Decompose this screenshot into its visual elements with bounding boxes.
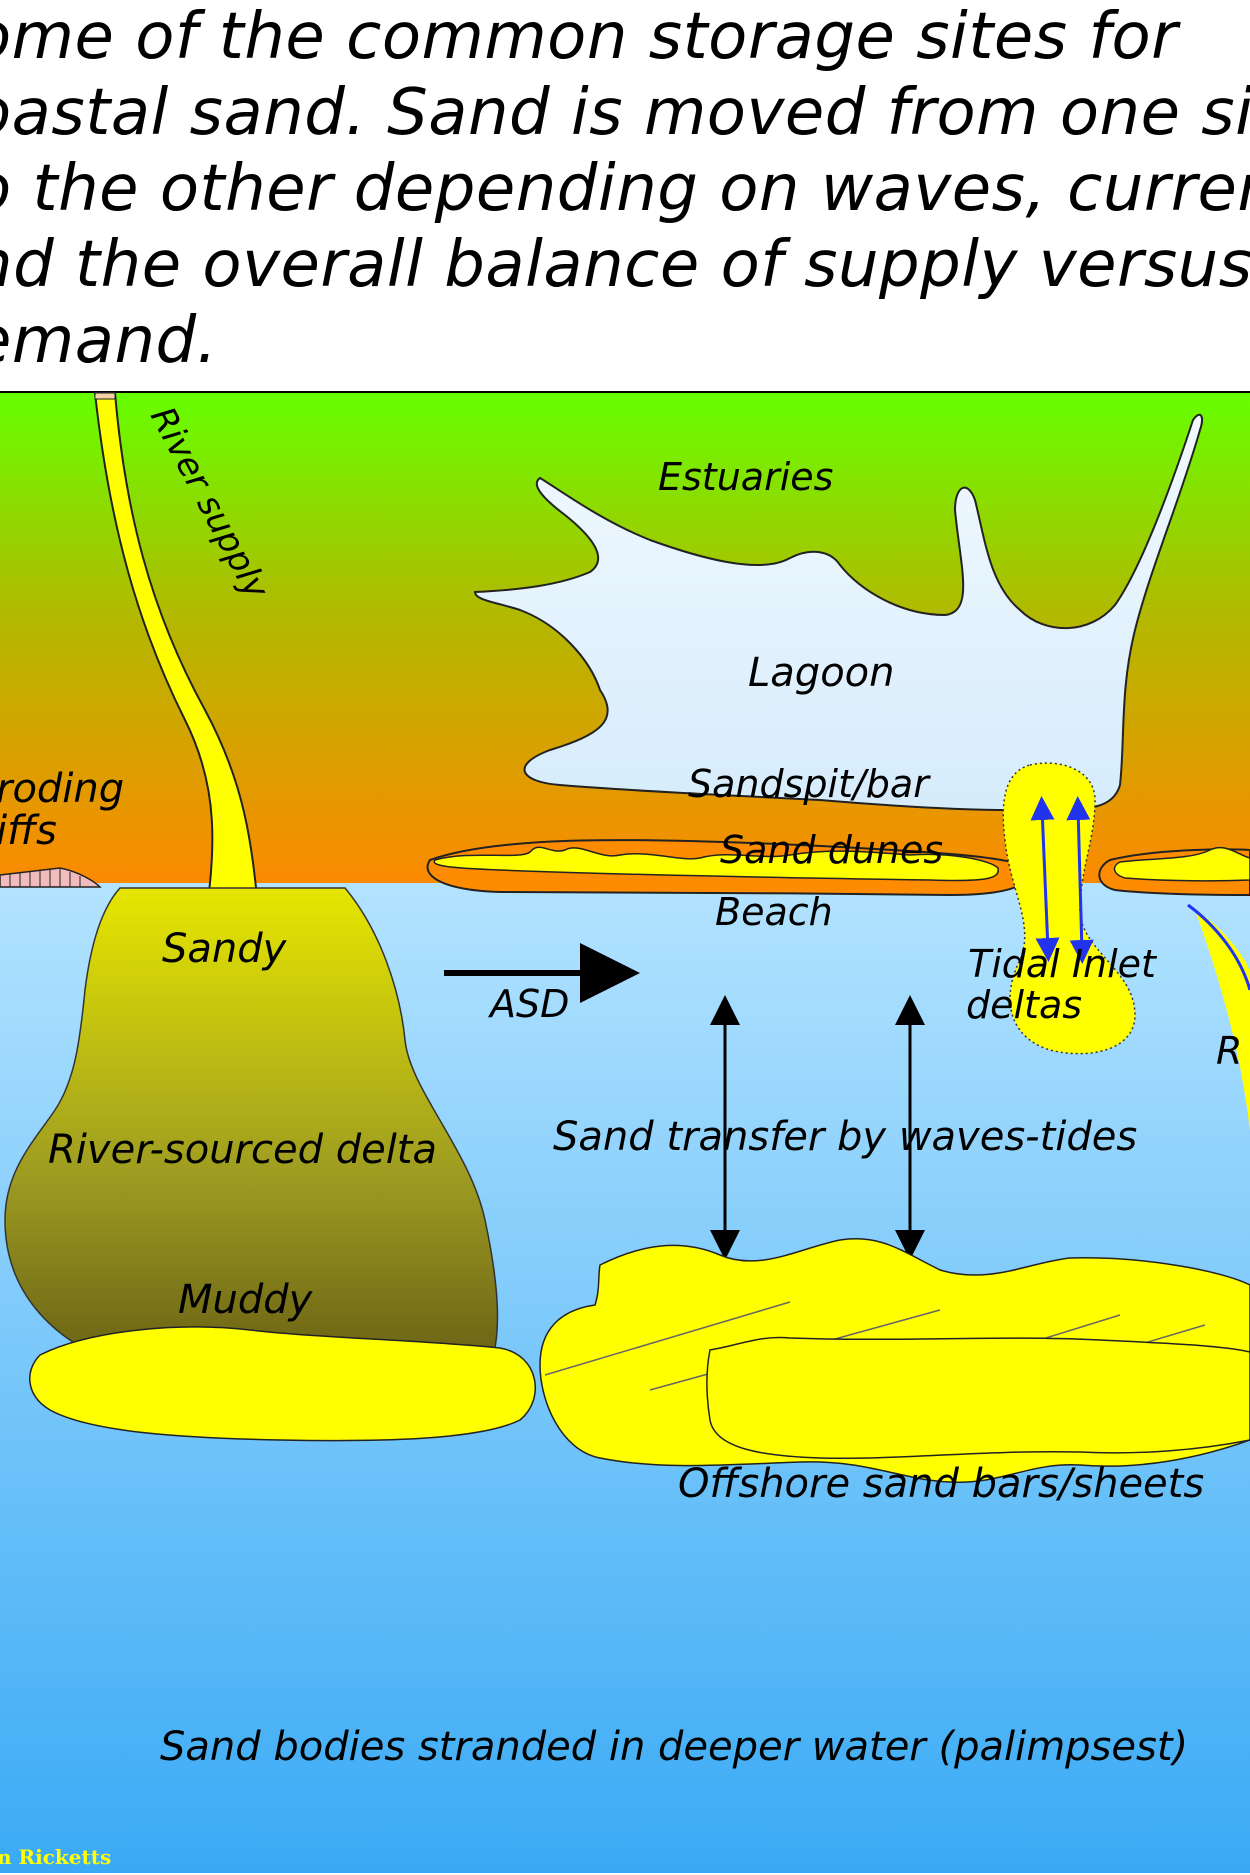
lagoon-shape xyxy=(473,413,1203,812)
label-muddy: Muddy xyxy=(178,1277,314,1323)
cliff-hatching xyxy=(9,869,81,887)
label-offshore: Offshore sand bars/sheets xyxy=(678,1461,1204,1507)
label-river-sourced-delta: River-sourced delta xyxy=(48,1127,437,1173)
credit-text: n Ricketts xyxy=(0,1845,111,1869)
label-sandspit: Sandspit/bar xyxy=(688,762,931,806)
label-eroding-2: iffs xyxy=(0,808,57,854)
label-asd: ASD xyxy=(487,982,569,1026)
right-partial-arrow xyxy=(1187,903,1250,991)
caption-line-4: nd the overall balance of supply versus xyxy=(0,228,1250,302)
label-tidal-inlet-1: Tidal Inlet xyxy=(968,942,1158,986)
label-r-partial: R xyxy=(1216,1029,1242,1073)
caption-line-3: o the other depending on waves, current xyxy=(0,152,1250,226)
label-palimpsest: Sand bodies stranded in deeper water (pa… xyxy=(160,1724,1188,1770)
right-partial-sand xyxy=(1195,910,1250,1130)
label-sand-dunes: Sand dunes xyxy=(720,828,943,872)
stranded-sand-body-right xyxy=(706,1336,1250,1459)
label-eroding-1: roding xyxy=(0,766,124,812)
river-mouth-cap xyxy=(94,392,116,400)
tidal-arrow-left xyxy=(1030,796,1060,962)
label-tidal-inlet-2: deltas xyxy=(966,983,1082,1027)
label-estuaries: Estuaries xyxy=(658,455,833,499)
caption-line-2: oastal sand. Sand is moved from one sit xyxy=(0,76,1250,150)
label-lagoon: Lagoon xyxy=(748,650,894,696)
tidal-arrow-right xyxy=(1066,796,1094,964)
coastal-sand-diagram: River supply Estuaries Lagoon roding iff… xyxy=(0,391,1250,1873)
label-beach: Beach xyxy=(715,890,833,934)
label-sand-transfer: Sand transfer by waves-tides xyxy=(553,1114,1137,1160)
stranded-sand-body-left xyxy=(29,1326,536,1442)
caption-text: ome of the common storage sites for oast… xyxy=(0,0,1250,390)
caption-line-1: ome of the common storage sites for xyxy=(0,0,1178,74)
label-sandy: Sandy xyxy=(162,926,288,972)
caption-line-5: emand. xyxy=(0,304,218,378)
sand-dunes xyxy=(433,846,999,882)
